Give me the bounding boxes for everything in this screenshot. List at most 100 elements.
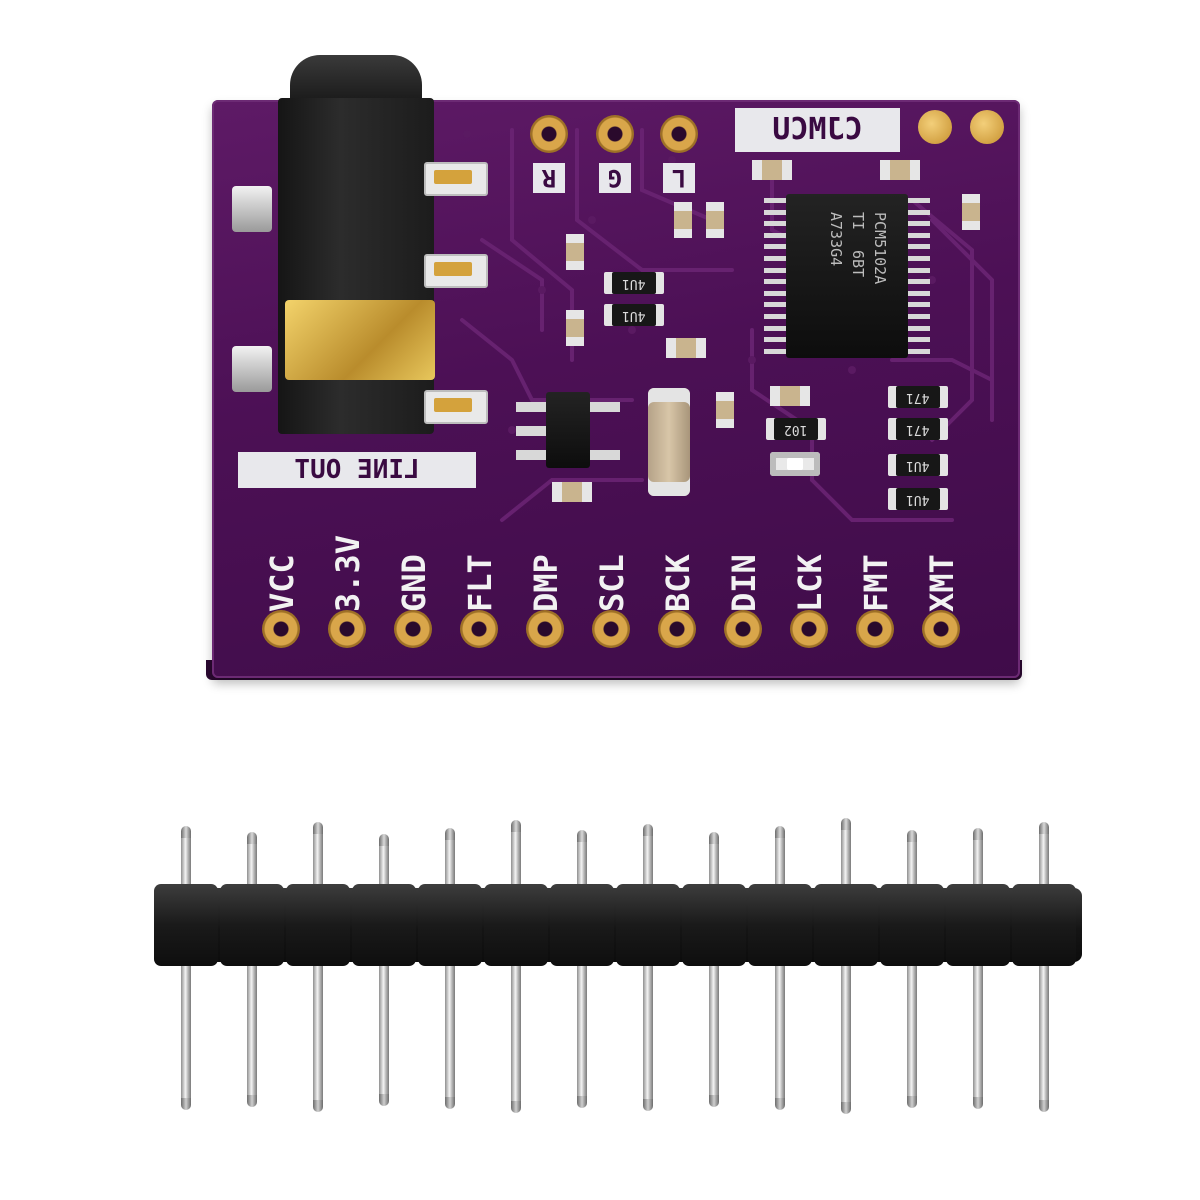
header-pin-top — [445, 838, 455, 892]
header-pin-top — [247, 842, 257, 892]
pad-g — [596, 115, 634, 153]
chip-marking-2: 6BT — [849, 250, 867, 278]
pin-label-gnd: GND — [395, 554, 433, 612]
pin-label-dmp: DMP — [527, 554, 565, 612]
header-pin-top — [907, 840, 917, 892]
pin-label-fmt: FMT — [857, 554, 895, 612]
pin-pad — [856, 610, 894, 648]
pin-label-din: DIN — [725, 554, 763, 612]
chip-pin — [764, 279, 786, 285]
header-pin-bottom — [247, 960, 257, 1095]
header-pin-tip — [907, 1096, 917, 1108]
header-pin-bottom — [1039, 960, 1049, 1100]
header-pin-top — [709, 842, 719, 892]
header-pin-tip — [247, 1095, 257, 1107]
header-pin-top — [775, 836, 785, 892]
header-pin-top — [181, 836, 191, 892]
chip-pin — [516, 426, 546, 436]
header-pin-tip — [775, 826, 785, 838]
pin-pad — [526, 610, 564, 648]
header-pin-bottom — [973, 960, 983, 1097]
resistor: 471 — [896, 386, 940, 408]
header-pin-tip — [511, 1101, 521, 1113]
chip-pin — [908, 209, 930, 215]
pin-pad — [724, 610, 762, 648]
jack-mount-tab — [232, 186, 272, 232]
header-block — [286, 884, 350, 966]
chip-pin — [764, 256, 786, 261]
regulator-chip — [546, 392, 590, 468]
header-pin-tip — [247, 832, 257, 844]
header-pin-bottom — [445, 960, 455, 1097]
pin-label-flt: FLT — [461, 554, 499, 612]
header-pin-tip — [643, 1099, 653, 1111]
pin-pad — [790, 610, 828, 648]
brand-label: CJMCU — [735, 108, 900, 152]
tantalum-capacitor — [648, 388, 690, 496]
smd-capacitor — [666, 338, 706, 358]
chip-pin — [590, 450, 620, 460]
pin-label-3v3: 3.3V — [329, 534, 367, 612]
chip-pin — [908, 244, 930, 250]
chip-pin — [764, 348, 786, 354]
pad-label-g: G — [599, 163, 631, 193]
pad-label-r: R — [533, 163, 565, 193]
dac-chip — [786, 194, 908, 358]
chip-pin — [764, 209, 786, 215]
resistor-code: 4U1 — [622, 276, 646, 291]
chip-marking-3: A733G4 — [827, 212, 845, 267]
pad-l — [660, 115, 698, 153]
resistor-code: 102 — [784, 422, 808, 437]
pin-pad — [394, 610, 432, 648]
smd-capacitor — [674, 202, 692, 238]
header-pin-bottom — [511, 960, 521, 1101]
resistor: 4U1 — [896, 488, 940, 510]
smd-capacitor — [566, 310, 584, 346]
header-block — [814, 884, 878, 966]
chip-pin — [908, 348, 930, 354]
header-pin-top — [313, 832, 323, 892]
line-out-label: LINE OUT — [238, 452, 476, 488]
pin-pad — [262, 610, 300, 648]
chip-pin — [908, 267, 930, 273]
header-pin-top — [379, 844, 389, 892]
chip-pin — [764, 221, 786, 227]
chip-pin — [590, 402, 620, 412]
solder-pad — [918, 110, 952, 144]
header-pin-tip — [709, 832, 719, 844]
smd-capacitor — [880, 160, 920, 180]
resistor-code: 4U1 — [906, 458, 930, 473]
header-pin-top — [841, 828, 851, 892]
header-pin-tip — [841, 818, 851, 830]
pin-label-xmt: XMT — [923, 554, 961, 612]
chip-pin — [764, 267, 786, 273]
header-pin-tip — [841, 1102, 851, 1114]
jack-terminal — [424, 162, 488, 196]
chip-pin — [908, 314, 930, 319]
header-pin-bottom — [709, 960, 719, 1095]
header-pin-bottom — [577, 960, 587, 1096]
chip-pin — [908, 290, 930, 296]
chip-pin — [908, 302, 930, 308]
smd-capacitor — [716, 392, 734, 428]
resistor-code: 4U1 — [622, 308, 646, 323]
header-pin-top — [643, 834, 653, 892]
pin-pad — [658, 610, 696, 648]
header-block — [154, 884, 218, 966]
audio-jack — [278, 98, 434, 434]
header-pin-tip — [181, 826, 191, 838]
resistor: 471 — [896, 418, 940, 440]
header-block — [616, 884, 680, 966]
header-pin-tip — [379, 1094, 389, 1106]
header-pin-tip — [1039, 822, 1049, 834]
chip-logo: TI — [849, 212, 867, 231]
pin-label-vcc: VCC — [263, 554, 301, 612]
jack-mount-tab — [232, 346, 272, 392]
header-pin-tip — [313, 822, 323, 834]
header-pin-tip — [181, 1098, 191, 1110]
header-pin-tip — [379, 834, 389, 846]
chip-pin — [764, 232, 786, 238]
resistor: 102 — [774, 418, 818, 440]
header-pin-tip — [313, 1100, 323, 1112]
